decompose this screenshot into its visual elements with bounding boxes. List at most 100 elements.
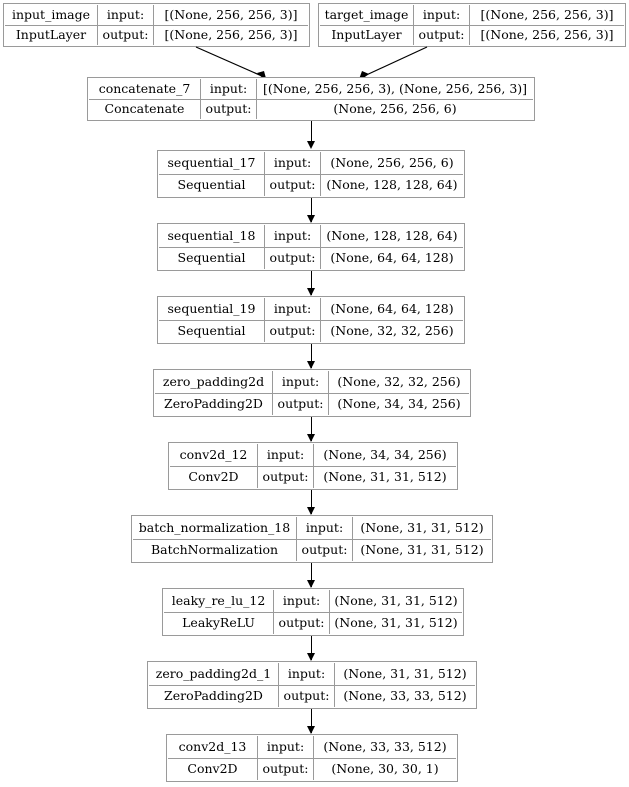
input-row-label: input: bbox=[279, 663, 335, 685]
output-shape-value: (None, 31, 31, 512) bbox=[334, 615, 458, 630]
input-shape-value: (None, 128, 128, 64) bbox=[326, 227, 458, 243]
node-conv2d-13[interactable]: conv2d_13 input: (None, 33, 33, 512) Con… bbox=[166, 734, 458, 782]
node-concatenate-7[interactable]: concatenate_7 input: [(None, 256, 256, 3… bbox=[87, 77, 535, 121]
input-shape-value: (None, 256, 256, 6) bbox=[330, 154, 454, 170]
node-class-name: Sequential bbox=[159, 174, 265, 196]
node-title: sequential_18 bbox=[159, 225, 265, 247]
output-row-label: output: bbox=[98, 25, 154, 45]
arrowhead-icon bbox=[307, 141, 315, 149]
node-sequential-17[interactable]: sequential_17 input: (None, 256, 256, 6)… bbox=[157, 150, 465, 198]
node-title: sequential_17 bbox=[159, 152, 265, 174]
input-shape-value: (None, 31, 31, 512) bbox=[334, 592, 458, 608]
node-class-name: LeakyReLU bbox=[164, 612, 274, 634]
output-shape-value: [(None, 256, 256, 3)] bbox=[164, 27, 298, 42]
input-shape-value: [(None, 256, 256, 3)] bbox=[480, 6, 614, 22]
node-batch-normalization-18[interactable]: batch_normalization_18 input: (None, 31,… bbox=[131, 515, 493, 563]
node-title: batch_normalization_18 bbox=[133, 517, 297, 539]
arrowhead-icon bbox=[307, 507, 315, 515]
output-shape-value: (None, 34, 34, 256) bbox=[337, 396, 461, 411]
node-class-name: Conv2D bbox=[168, 758, 258, 780]
node-zero-padding2d[interactable]: zero_padding2d input: (None, 32, 32, 256… bbox=[153, 369, 471, 417]
input-shape-value: (None, 33, 33, 512) bbox=[323, 738, 447, 754]
node-title: target_image bbox=[320, 5, 414, 25]
arrowhead-icon bbox=[307, 215, 315, 223]
output-shape-value: (None, 128, 128, 64) bbox=[326, 177, 458, 192]
output-row-label: output: bbox=[279, 685, 335, 707]
output-row-label: output: bbox=[265, 174, 321, 196]
arrowhead-icon bbox=[307, 726, 315, 734]
node-class-name: Concatenate bbox=[89, 99, 201, 119]
node-title: sequential_19 bbox=[159, 298, 265, 320]
output-shape-value: (None, 31, 31, 512) bbox=[360, 542, 484, 557]
edge-sequential-19-to-zero-padding2d bbox=[311, 344, 312, 368]
input-row-label: input: bbox=[258, 736, 314, 758]
input-shape-value: (None, 32, 32, 256) bbox=[337, 373, 461, 389]
output-row-label: output: bbox=[265, 320, 321, 342]
node-input-image[interactable]: input_image input: [(None, 256, 256, 3)]… bbox=[3, 3, 310, 47]
output-row-label: output: bbox=[265, 247, 321, 269]
node-class-name: Conv2D bbox=[170, 466, 258, 488]
arrowhead-icon bbox=[307, 361, 315, 369]
input-shape-value: [(None, 256, 256, 3), (None, 256, 256, 3… bbox=[262, 80, 528, 96]
node-zero-padding2d-1[interactable]: zero_padding2d_1 input: (None, 31, 31, 5… bbox=[147, 661, 477, 709]
output-shape-value: (None, 31, 31, 512) bbox=[323, 469, 447, 484]
output-shape-value: (None, 256, 256, 6) bbox=[333, 101, 457, 116]
node-class-name: Sequential bbox=[159, 320, 265, 342]
node-leaky-re-lu-12[interactable]: leaky_re_lu_12 input: (None, 31, 31, 512… bbox=[162, 588, 464, 636]
input-row-label: input: bbox=[414, 5, 470, 25]
arrowhead-icon bbox=[307, 653, 315, 661]
node-class-name: BatchNormalization bbox=[133, 539, 297, 561]
input-row-label: input: bbox=[273, 371, 329, 393]
output-shape-value: (None, 64, 64, 128) bbox=[330, 250, 454, 265]
input-row-label: input: bbox=[265, 298, 321, 320]
output-shape-value: [(None, 256, 256, 3)] bbox=[480, 27, 614, 42]
node-conv2d-12[interactable]: conv2d_12 input: (None, 34, 34, 256) Con… bbox=[168, 442, 458, 490]
node-title: zero_padding2d_1 bbox=[149, 663, 279, 685]
output-row-label: output: bbox=[297, 539, 353, 561]
edge-concatenate-to-sequential-17 bbox=[311, 121, 312, 142]
node-sequential-19[interactable]: sequential_19 input: (None, 64, 64, 128)… bbox=[157, 296, 465, 344]
output-row-label: output: bbox=[258, 758, 314, 780]
input-row-label: input: bbox=[201, 79, 257, 99]
node-class-name: ZeroPadding2D bbox=[155, 393, 273, 415]
edge-zero-padding2d-to-conv2d-12 bbox=[311, 417, 312, 441]
output-row-label: output: bbox=[273, 393, 329, 415]
edge-sequential-18-to-sequential-19 bbox=[311, 271, 312, 295]
node-class-name: InputLayer bbox=[5, 25, 98, 45]
input-shape-value: [(None, 256, 256, 3)] bbox=[164, 6, 298, 22]
edge-sequential-17-to-sequential-18 bbox=[311, 198, 312, 222]
node-title: zero_padding2d bbox=[155, 371, 273, 393]
output-row-label: output: bbox=[258, 466, 314, 488]
node-title: leaky_re_lu_12 bbox=[164, 590, 274, 612]
node-title: input_image bbox=[5, 5, 98, 25]
node-title: conv2d_13 bbox=[168, 736, 258, 758]
input-row-label: input: bbox=[98, 5, 154, 25]
input-row-label: input: bbox=[258, 444, 314, 466]
node-title: concatenate_7 bbox=[89, 79, 201, 99]
input-shape-value: (None, 64, 64, 128) bbox=[330, 300, 454, 316]
edge-zero-padding2d-1-to-conv2d-13 bbox=[311, 709, 312, 733]
input-row-label: input: bbox=[274, 590, 330, 612]
input-row-label: input: bbox=[265, 152, 321, 174]
output-row-label: output: bbox=[274, 612, 330, 634]
input-row-label: input: bbox=[265, 225, 321, 247]
output-row-label: output: bbox=[414, 25, 470, 45]
output-row-label: output: bbox=[201, 99, 257, 119]
output-shape-value: (None, 33, 33, 512) bbox=[343, 688, 467, 703]
output-shape-value: (None, 30, 30, 1) bbox=[331, 761, 439, 776]
edge-batch-normalization-18-to-leaky-re-lu-12 bbox=[311, 563, 312, 587]
input-row-label: input: bbox=[297, 517, 353, 539]
node-title: conv2d_12 bbox=[170, 444, 258, 466]
node-target-image[interactable]: target_image input: [(None, 256, 256, 3)… bbox=[318, 3, 626, 47]
node-sequential-18[interactable]: sequential_18 input: (None, 128, 128, 64… bbox=[157, 223, 465, 271]
node-class-name: InputLayer bbox=[320, 25, 414, 45]
arrowhead-icon bbox=[307, 288, 315, 296]
arrowhead-icon bbox=[307, 580, 315, 588]
input-shape-value: (None, 31, 31, 512) bbox=[360, 519, 484, 535]
node-class-name: ZeroPadding2D bbox=[149, 685, 279, 707]
arrowhead-icon bbox=[307, 434, 315, 442]
input-shape-value: (None, 31, 31, 512) bbox=[343, 665, 467, 681]
edge-conv2d-12-to-batch-normalization-18 bbox=[311, 490, 312, 514]
input-shape-value: (None, 34, 34, 256) bbox=[323, 446, 447, 462]
